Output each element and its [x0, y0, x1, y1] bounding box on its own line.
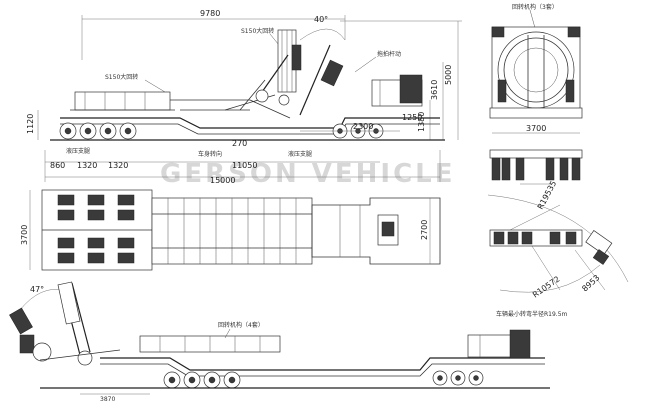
label-tower-arm: 拖拍杆动	[377, 50, 401, 58]
dim-deck-height: 3610	[430, 80, 439, 100]
dim-span-1320-b: 1320	[108, 161, 128, 170]
dim-plan-width-right: 2700	[420, 220, 429, 240]
dim-overall-length: 9780	[200, 9, 220, 18]
dim-span-1320-a: 1320	[77, 161, 97, 170]
dim-plan-width-left: 3700	[20, 225, 29, 245]
plan-axle-groups	[57, 194, 135, 264]
label-turntable-left: S150大回转	[105, 73, 138, 81]
dim-radius-inner: R10572	[531, 274, 562, 299]
dim-angle-top: 40°	[314, 15, 328, 24]
plan-view: 3700 2700	[20, 189, 441, 271]
label-slewing-mechanism-3: 回转机构（3套）	[512, 3, 558, 11]
deck-crossmembers	[152, 198, 312, 264]
watermark-text: GERSON VEHICLE	[160, 159, 456, 189]
dim-span-2300: 2300	[353, 122, 373, 131]
rear-wheel-group	[59, 122, 137, 140]
label-turntable-top: S150大回转	[241, 27, 274, 35]
dim-3870: 3870	[100, 396, 115, 403]
front-view: 回转机构（3套） 3700	[489, 3, 583, 134]
bottom-side-view: 47° 回转机构（4套）	[9, 281, 550, 403]
dim-8953: 8953	[580, 273, 601, 293]
dim-angle-bottom: 47°	[30, 285, 44, 294]
axle-front-view	[489, 149, 583, 185]
dim-span-860: 860	[50, 161, 65, 170]
dim-total-height: 5000	[444, 65, 453, 85]
dim-overall-15000: 15000	[210, 176, 235, 185]
label-hydraulic-right: 液压支腿	[288, 150, 312, 158]
label-slewing-mechanism-4: 回转机构（4套）	[218, 321, 264, 329]
side-view: 9780 40° S150大回转 S150大回转 拖拍杆动 5000 3610 …	[26, 9, 462, 185]
dim-span-11050: 11050	[232, 161, 257, 170]
dim-front-width: 3700	[526, 124, 546, 133]
dim-height-1380: 1380	[417, 112, 426, 132]
turning-radius-view: R19535 R10572 8953 车辆最小转弯半径R19.5m	[487, 179, 629, 318]
bottom-rear-wheels	[163, 371, 241, 389]
dim-span-270: 270	[232, 139, 247, 148]
label-hydraulic-left: 液压支腿	[66, 147, 90, 155]
turning-radius-caption: 车辆最小转弯半径R19.5m	[496, 310, 568, 318]
dim-left-height: 1120	[26, 114, 35, 134]
bottom-front-wheels	[432, 370, 484, 386]
label-axle-beam: 车身转向	[198, 150, 222, 158]
